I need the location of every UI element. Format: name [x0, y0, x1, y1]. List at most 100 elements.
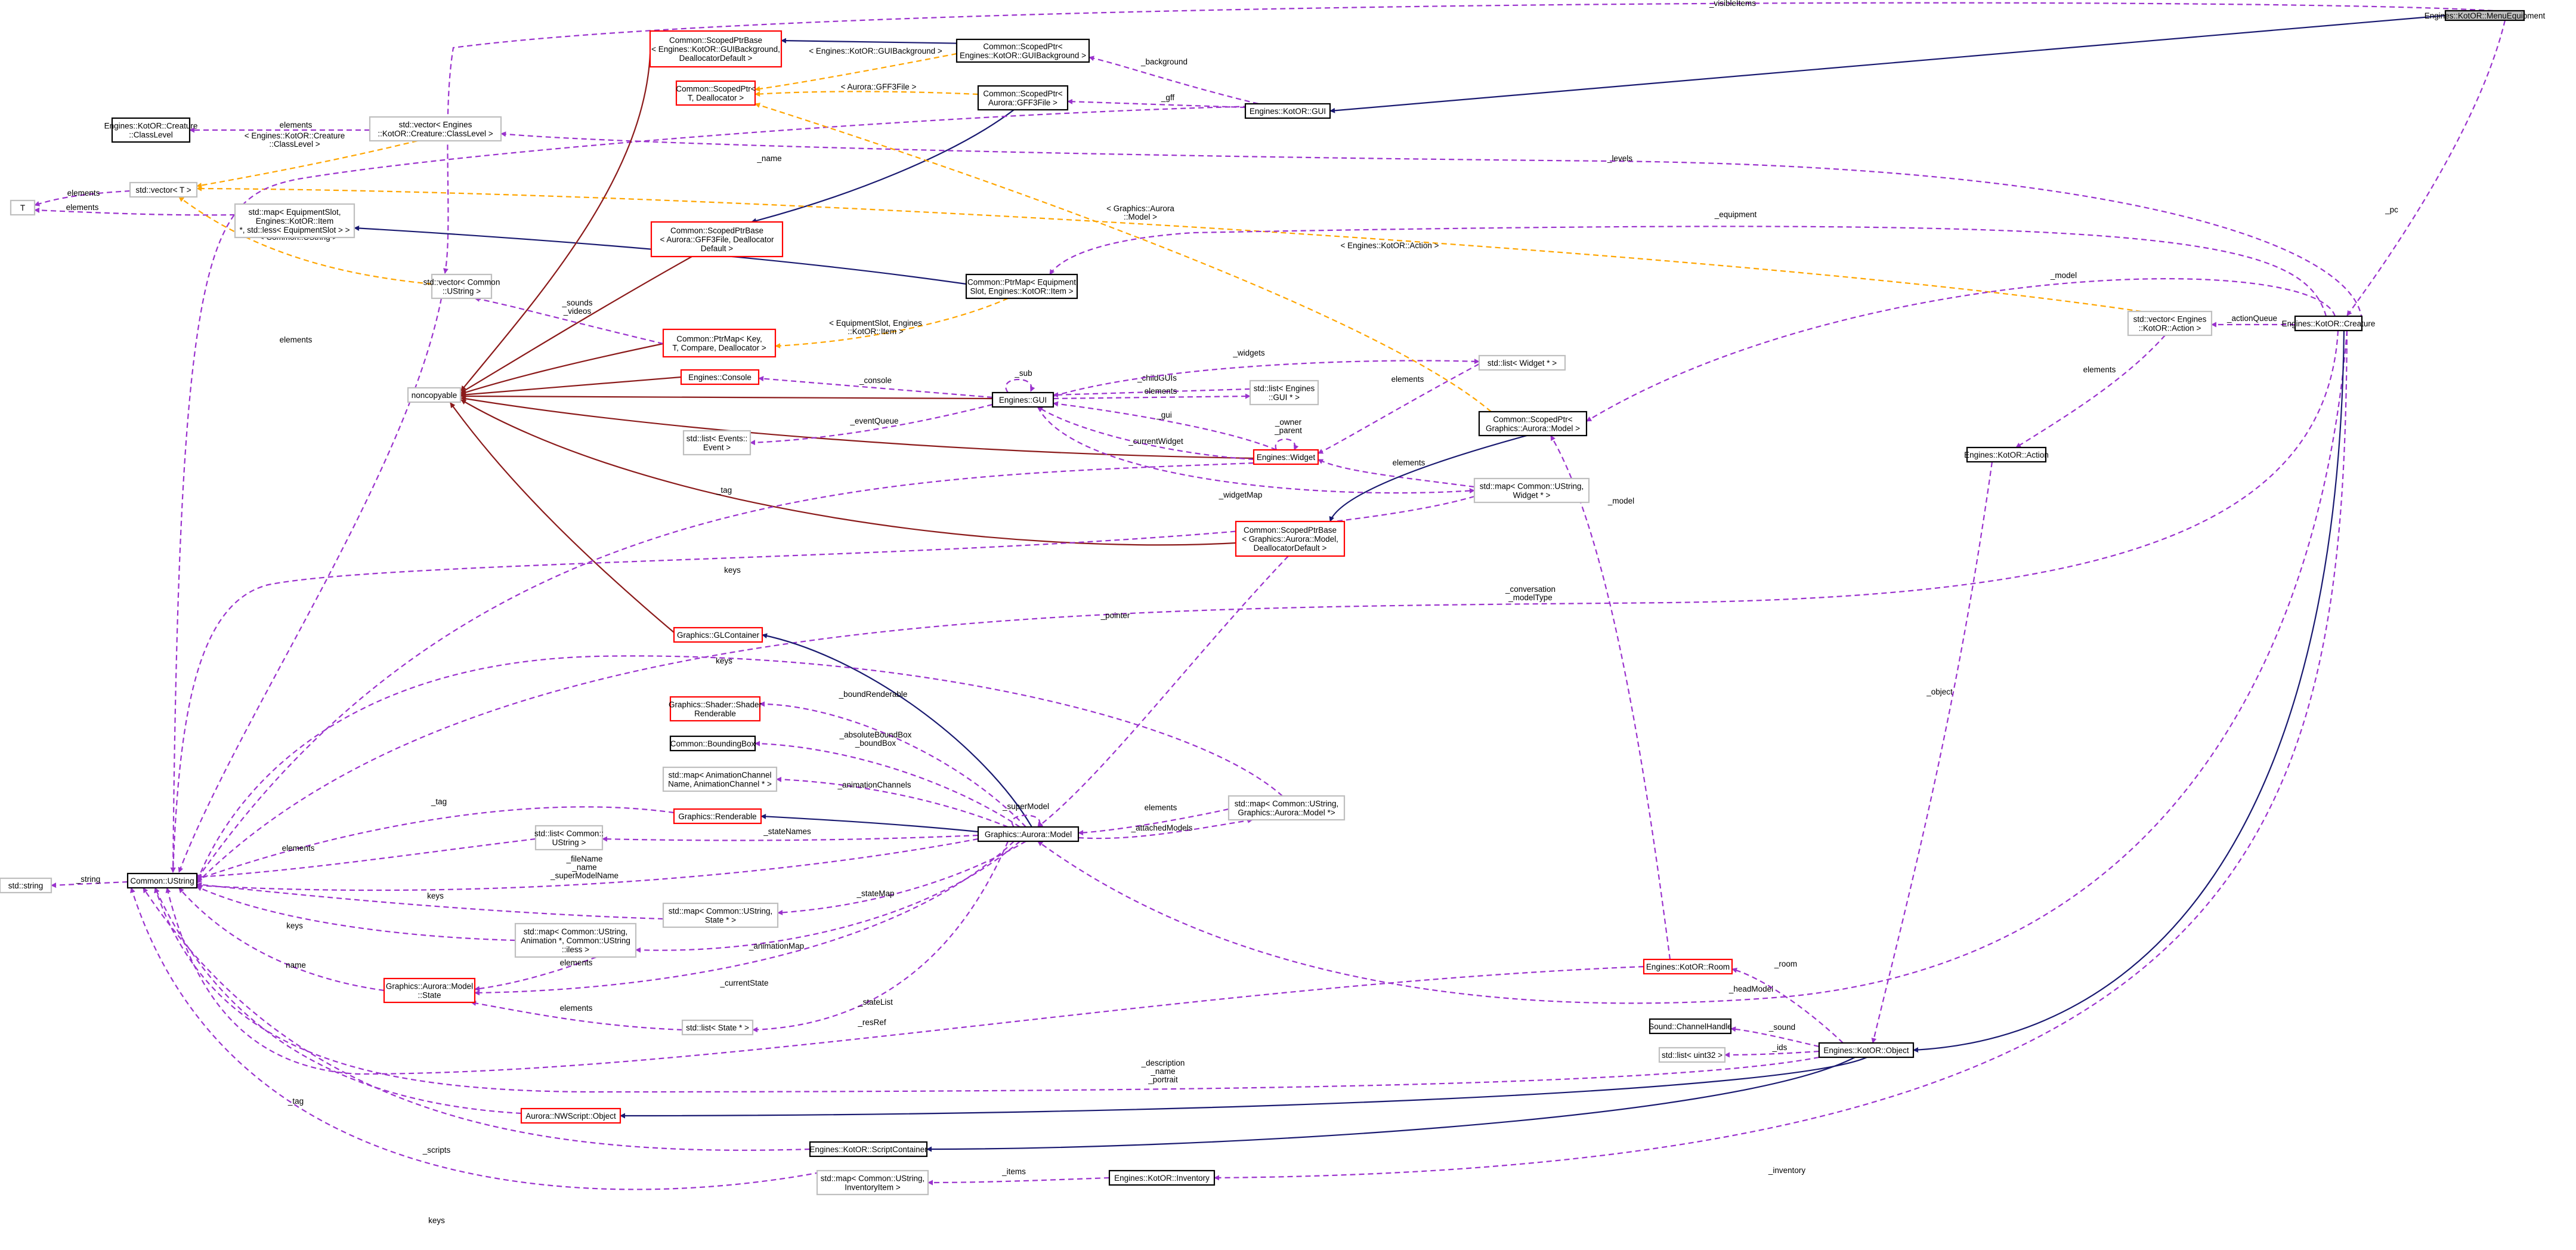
class-box[interactable]: [680, 369, 760, 385]
class-node-vec-classlevel[interactable]: std::vector< Engines::KotOR::Creature::C…: [369, 116, 502, 142]
class-box[interactable]: [673, 626, 763, 643]
class-box[interactable]: [669, 735, 756, 752]
class-box[interactable]: [669, 696, 761, 722]
class-box[interactable]: [1108, 1169, 1216, 1186]
class-node-list-ustring[interactable]: std::list< Common::UString >: [534, 825, 604, 851]
class-node-sp-t[interactable]: Common::ScopedPtr<T, Deallocator >: [675, 80, 756, 106]
class-box[interactable]: [1249, 379, 1319, 406]
class-box[interactable]: [1649, 1018, 1732, 1035]
class-box[interactable]: [369, 116, 502, 142]
class-node-ptrmap-equip[interactable]: Common::PtrMap< EquipmentSlot, Engines::…: [965, 273, 1078, 300]
class-node-map-equip[interactable]: std::map< EquipmentSlot,Engines::KotOR::…: [234, 203, 355, 239]
class-node-aurora-model[interactable]: Graphics::Aurora::Model: [977, 826, 1080, 842]
class-box[interactable]: [673, 808, 762, 825]
class-node-map-model[interactable]: std::map< Common::UString,Graphics::Auro…: [1227, 795, 1346, 821]
class-box[interactable]: [10, 199, 36, 216]
class-box[interactable]: [1235, 520, 1346, 557]
class-node-sp-gff3[interactable]: Common::ScopedPtr<Aurora::GFF3File >: [977, 85, 1069, 111]
class-box[interactable]: [129, 181, 198, 198]
class-box[interactable]: [534, 825, 604, 851]
class-box[interactable]: [1227, 795, 1346, 821]
class-node-map-widget[interactable]: std::map< Common::UString,Widget * >: [1473, 477, 1590, 504]
class-box[interactable]: [431, 273, 493, 300]
class-node-vec-action[interactable]: std::vector< Engines::KotOR::Action >: [2127, 310, 2213, 337]
class-node-list-state[interactable]: std::list< State * >: [681, 1019, 754, 1036]
class-node-boundingbox[interactable]: Common::BoundingBox: [669, 735, 756, 752]
class-box[interactable]: [662, 902, 779, 928]
class-node-channelhandle[interactable]: Sound::ChannelHandle: [1649, 1018, 1732, 1035]
class-node-ustring[interactable]: Common::UString: [126, 872, 198, 889]
class-box[interactable]: [1966, 446, 2047, 463]
class-box[interactable]: [1643, 958, 1733, 975]
class-box[interactable]: [682, 430, 752, 456]
class-node-kotor-object[interactable]: Engines::KotOR::Object: [1818, 1042, 1915, 1058]
class-box[interactable]: [809, 1141, 928, 1158]
class-box[interactable]: [650, 221, 784, 258]
class-box[interactable]: [0, 877, 52, 894]
class-node-std-string[interactable]: std::string: [0, 877, 52, 894]
class-node-vec-ustring[interactable]: std::vector< Common::UString >: [423, 273, 500, 300]
class-node-engines-gui[interactable]: Engines::GUI: [991, 391, 1054, 408]
class-node-noncopyable[interactable]: noncopyable: [407, 387, 462, 403]
class-node-list-events[interactable]: std::list< Events::Event >: [682, 430, 752, 456]
class-node-glcontainer[interactable]: Graphics::GLContainer: [673, 626, 763, 643]
class-node-map-state[interactable]: std::map< Common::UString,State * >: [662, 902, 779, 928]
class-node-spb-guibg[interactable]: Common::ScopedPtrBase< Engines::KotOR::G…: [649, 30, 783, 68]
class-box[interactable]: [662, 328, 777, 358]
class-node-model-state[interactable]: Graphics::Aurora::Model::State: [383, 977, 476, 1004]
class-box[interactable]: [1473, 477, 1590, 504]
class-box[interactable]: [1253, 449, 1319, 465]
class-node-gui-kotor[interactable]: Engines::KotOR::GUI: [1244, 103, 1331, 119]
class-box[interactable]: [662, 766, 778, 792]
class-box[interactable]: [111, 117, 191, 143]
class-box[interactable]: [1478, 411, 1588, 437]
class-node-console[interactable]: Engines::Console: [680, 369, 760, 385]
class-box[interactable]: [2444, 10, 2525, 21]
class-box[interactable]: [234, 203, 355, 239]
class-node-list-uint32[interactable]: std::list< uint32 >: [1658, 1047, 1726, 1063]
class-box[interactable]: [675, 80, 756, 106]
class-node-room[interactable]: Engines::KotOR::Room: [1643, 958, 1733, 975]
class-box[interactable]: [1244, 103, 1331, 119]
class-box[interactable]: [2127, 310, 2213, 337]
class-box[interactable]: [965, 273, 1078, 300]
class-box[interactable]: [126, 872, 198, 889]
class-node-list-widget[interactable]: std::list< Widget * >: [1478, 354, 1566, 371]
class-box[interactable]: [955, 38, 1090, 63]
class-box[interactable]: [977, 826, 1080, 842]
class-box[interactable]: [520, 1107, 621, 1124]
class-box[interactable]: [977, 85, 1069, 111]
class-node-sp-guibg[interactable]: Common::ScopedPtr<Engines::KotOR::GUIBac…: [955, 38, 1090, 63]
class-box[interactable]: [1818, 1042, 1915, 1058]
class-box[interactable]: [383, 977, 476, 1004]
class-box[interactable]: [991, 391, 1054, 408]
class-node-widget[interactable]: Engines::Widget: [1253, 449, 1319, 465]
class-node-sp-model[interactable]: Common::ScopedPtr<Graphics::Aurora::Mode…: [1478, 411, 1588, 437]
class-node-map-inventory[interactable]: std::map< Common::UString,InventoryItem …: [816, 1169, 929, 1196]
class-box[interactable]: [407, 387, 462, 403]
class-node-ptrmap-key[interactable]: Common::PtrMap< Key,T, Compare, Dealloca…: [662, 328, 777, 358]
class-box[interactable]: [514, 922, 637, 958]
class-node-creature[interactable]: Engines::KotOR::Creature: [2282, 315, 2376, 332]
class-box[interactable]: [1658, 1047, 1726, 1063]
class-box[interactable]: [2294, 315, 2363, 332]
class-node-t[interactable]: T: [10, 199, 36, 216]
class-node-vec-t[interactable]: std::vector< T >: [129, 181, 198, 198]
class-node-nwscript-object[interactable]: Aurora::NWScript::Object: [520, 1107, 621, 1124]
class-node-spb-gff3[interactable]: Common::ScopedPtrBase< Aurora::GFF3File,…: [650, 221, 784, 258]
class-node-creature-classlevel[interactable]: Engines::KotOR::Creature::ClassLevel: [104, 117, 198, 143]
class-node-action[interactable]: Engines::KotOR::Action: [1964, 446, 2049, 463]
class-node-scriptcontainer[interactable]: Engines::KotOR::ScriptContainer: [809, 1141, 928, 1158]
class-node-map-anim[interactable]: std::map< Common::UString,Animation *, C…: [514, 922, 637, 958]
class-node-inventory[interactable]: Engines::KotOR::Inventory: [1108, 1169, 1216, 1186]
class-box[interactable]: [649, 30, 783, 68]
class-box[interactable]: [681, 1019, 754, 1036]
class-node-spb-model[interactable]: Common::ScopedPtrBase< Graphics::Aurora:…: [1235, 520, 1346, 557]
class-node-menuequip[interactable]: Engines::KotOR::MenuEquipment: [2425, 10, 2546, 21]
class-box[interactable]: [816, 1169, 929, 1196]
class-node-list-gui[interactable]: std::list< Engines::GUI * >: [1249, 379, 1319, 406]
class-node-renderable[interactable]: Graphics::Renderable: [673, 808, 762, 825]
class-box[interactable]: [1478, 354, 1566, 371]
